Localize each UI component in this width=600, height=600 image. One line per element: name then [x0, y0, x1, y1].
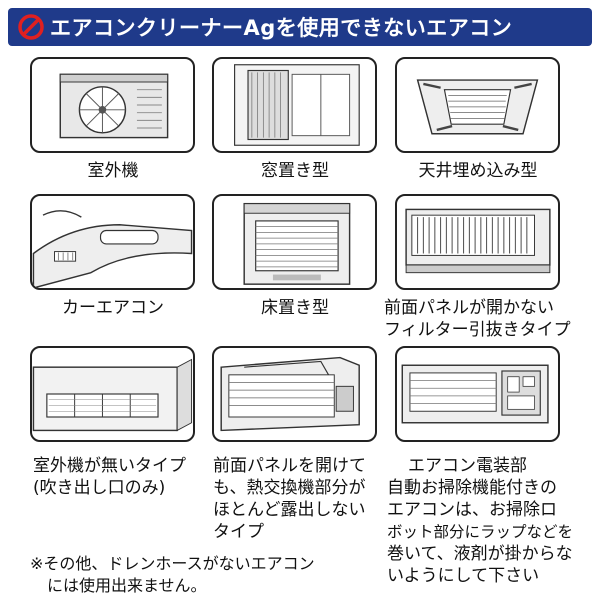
no-outdoor-unit-label-1: 室外機が無いタイプ — [33, 456, 186, 476]
floor-unit-label: 床置き型 — [261, 298, 329, 318]
page-title: エアコンクリーナーAgを使用できないエアコン — [50, 16, 513, 40]
no-outdoor-unit-icon — [30, 346, 195, 442]
exposed-exchanger-icon — [212, 346, 377, 442]
outdoor-unit-icon — [30, 57, 195, 153]
no-outdoor-unit-label-2: (吹き出し口のみ) — [33, 478, 166, 498]
electrical-parts-label-4: ボット部分にラップなどを — [387, 523, 574, 541]
ceiling-cassette-icon — [395, 57, 560, 153]
electrical-parts-label-3: エアコンは、お掃除ロ — [387, 500, 557, 520]
header-banner: エアコンクリーナーAgを使用できないエアコン — [8, 8, 592, 46]
exposed-exchanger-label-3: ほとんど露出しない — [213, 500, 366, 520]
outdoor-unit-label: 室外機 — [87, 161, 139, 181]
electrical-parts-label-2: 自動お掃除機能付きの — [387, 478, 557, 498]
floor-unit-icon — [212, 194, 377, 290]
fixed-panel-label-1: 前面パネルが開かない — [384, 298, 554, 318]
footnote-line-2: には使用出来ません。 — [47, 576, 207, 595]
car-ac-icon — [30, 194, 195, 290]
footnote-line-1: ※その他、ドレンホースがないエアコン — [30, 554, 315, 573]
fixed-panel-unit-icon — [395, 194, 560, 290]
ceiling-cassette-label: 天井埋め込み型 — [418, 161, 538, 181]
window-unit-icon — [212, 57, 377, 153]
car-ac-label: カーエアコン — [62, 298, 164, 318]
exposed-exchanger-label-4: タイプ — [213, 522, 264, 542]
electrical-parts-label-1: エアコン電装部 — [408, 456, 527, 476]
window-unit-label: 窓置き型 — [261, 161, 329, 181]
electrical-parts-label-6: いようにして下さい — [387, 566, 540, 586]
fixed-panel-label-2: フィルター引抜きタイプ — [384, 320, 571, 340]
electrical-parts-icon — [395, 346, 560, 442]
exposed-exchanger-label-2: も、熱交換機部分が — [213, 478, 366, 498]
prohibited-icon — [18, 14, 44, 40]
electrical-parts-label-5: 巻いて、液剤が掛からな — [387, 544, 573, 564]
exposed-exchanger-label-1: 前面パネルを開けて — [213, 456, 366, 476]
